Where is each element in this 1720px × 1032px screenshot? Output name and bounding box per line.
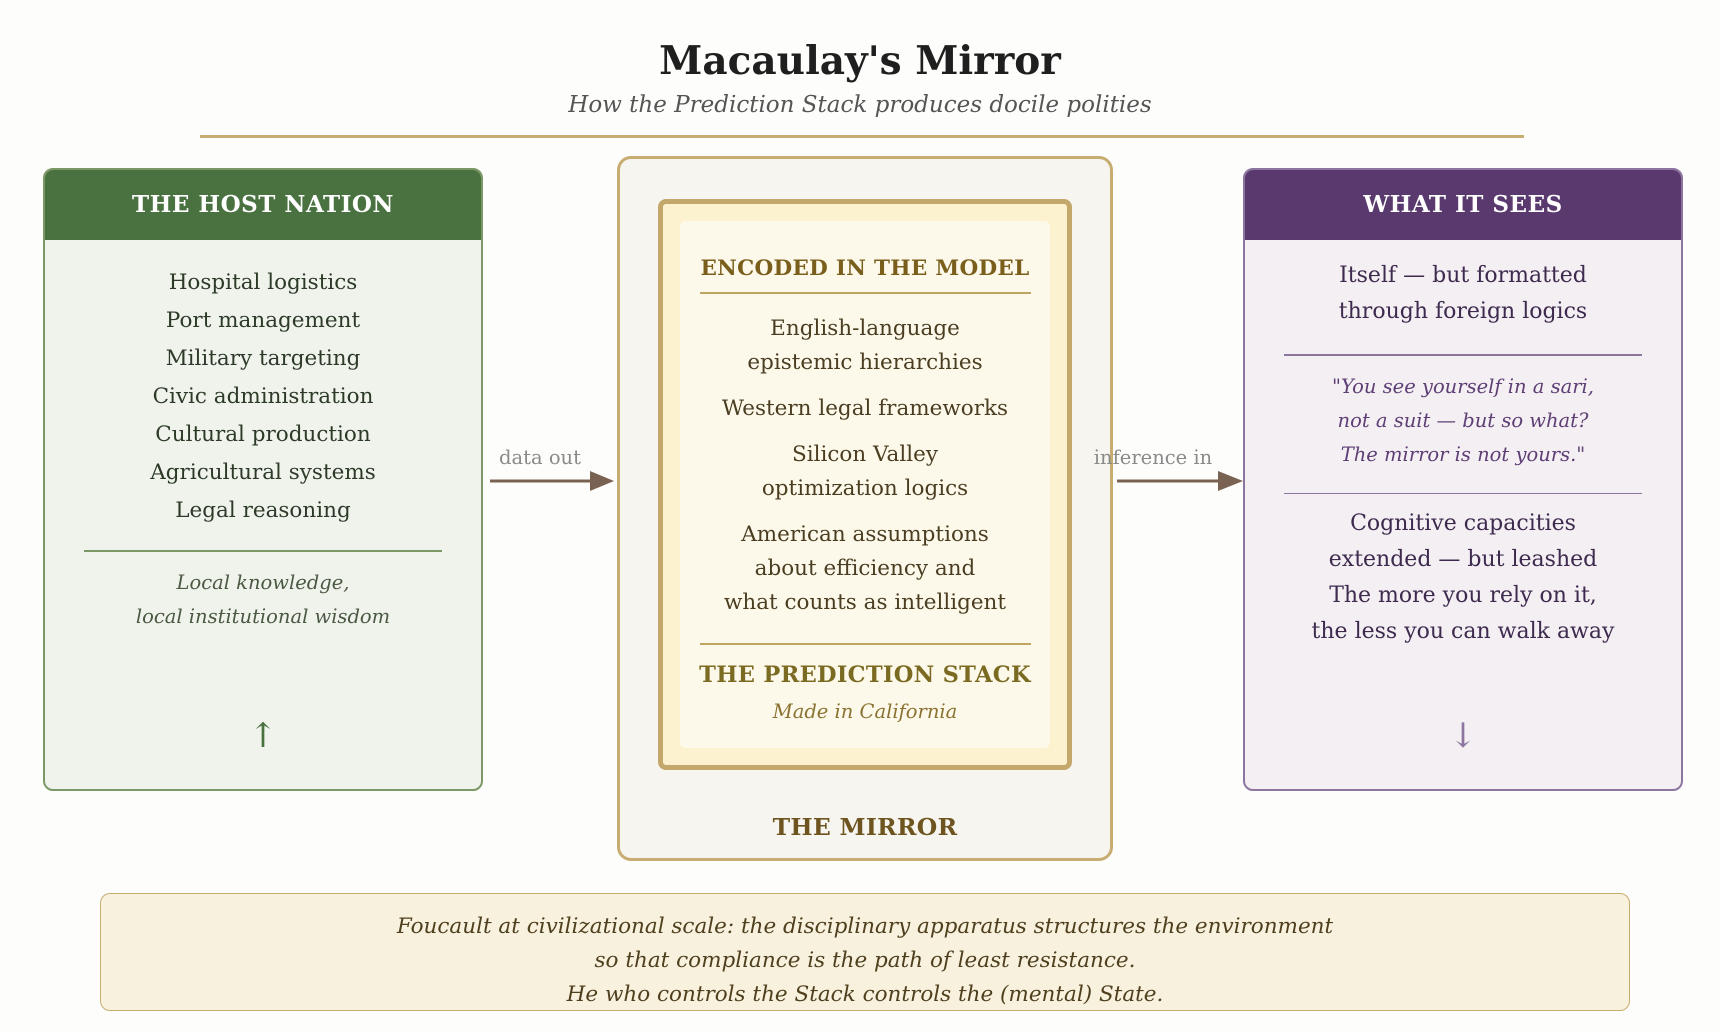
sees-line: extended — but leashed [1328,547,1598,572]
host-divider [84,550,442,552]
sees-divider-bottom [1284,492,1642,494]
quote-line: "You see yourself in a sari, [1332,374,1594,398]
host-nation-list: Hospital logistics Port management Milit… [45,264,481,530]
diagram-title: Macaulay's Mirror [659,38,1061,84]
what-it-sees-panel: WHAT IT SEES Itself — but formatted thro… [1243,168,1683,791]
title-divider [200,135,1524,138]
host-local-knowledge-note: Local knowledge, local institutional wis… [45,566,481,634]
host-nation-heading: THE HOST NATION [45,170,481,240]
host-item: Civic administration [152,384,374,409]
diagram-subtitle: How the Prediction Stack produces docile… [568,92,1152,118]
what-it-sees-heading: WHAT IT SEES [1245,170,1681,240]
mirror-label: THE MIRROR [772,813,958,841]
mirror-glass [680,221,1050,748]
encoded-item: Western legal frameworks [680,392,1050,426]
encoded-list: English-language epistemic hierarchies W… [680,312,1050,632]
sees-divider-top [1284,354,1642,356]
host-item: Hospital logistics [168,270,358,295]
arrow-up-icon: ↑ [248,716,278,756]
encoded-item-line: Silicon Valley [791,442,939,467]
host-item: Military targeting [165,346,361,371]
encoded-item: Silicon Valley optimization logics [680,438,1050,506]
encoded-item-line: American assumptions [741,522,989,547]
encoded-item: American assumptions about efficiency an… [680,518,1050,620]
inference-in-arrow-icon [1117,471,1243,491]
encoded-heading: ENCODED IN THE MODEL [700,256,1030,281]
prediction-stack-title: THE PREDICTION STACK [699,662,1031,688]
data-out-label: data out [499,446,581,469]
sees-line: Itself — but formatted [1339,263,1587,288]
sees-capacities-text: Cognitive capacities extended — but leas… [1245,494,1681,650]
footnote-line: Foucault at civilizational scale: the di… [396,914,1334,939]
host-item: Port management [165,308,361,333]
quote-line: The mirror is not yours." [1340,442,1586,466]
sees-quote: "You see yourself in a sari, not a suit … [1245,356,1681,480]
host-note-line: Local knowledge, [176,570,350,594]
footnote-line: so that compliance is the path of least … [594,948,1136,973]
foucault-footnote: Foucault at civilizational scale: the di… [100,893,1630,1011]
encoded-divider [700,292,1031,294]
sees-line: The more you rely on it, [1329,583,1597,608]
encoded-item: English-language epistemic hierarchies [680,312,1050,380]
prediction-stack-subtitle: Made in California [772,700,958,723]
host-note-line: local institutional wisdom [135,604,391,628]
host-item: Agricultural systems [150,460,376,485]
encoded-item-line: optimization logics [761,476,969,501]
sees-line: the less you can walk away [1311,619,1615,644]
sees-line: through foreign logics [1338,299,1588,324]
host-item: Cultural production [155,422,371,447]
sees-reflection-text: Itself — but formatted through foreign l… [1245,258,1681,354]
host-item: Legal reasoning [175,498,351,523]
inference-in-label: inference in [1093,446,1213,469]
sees-line: Cognitive capacities [1350,511,1576,536]
data-out-arrow-icon [490,471,614,491]
stack-divider [700,643,1031,645]
footnote-line: He who controls the Stack controls the (… [566,982,1164,1007]
encoded-item-line: about efficiency and [754,556,976,581]
encoded-item-line: epistemic hierarchies [747,350,983,375]
quote-line: not a suit — but so what? [1337,408,1589,432]
encoded-item-line: English-language [770,316,960,341]
encoded-item-line: what counts as intelligent [723,590,1007,615]
arrow-down-icon: ↓ [1448,716,1478,756]
host-nation-panel: THE HOST NATION Hospital logistics Port … [43,168,483,791]
encoded-item-line: Western legal frameworks [721,396,1009,421]
